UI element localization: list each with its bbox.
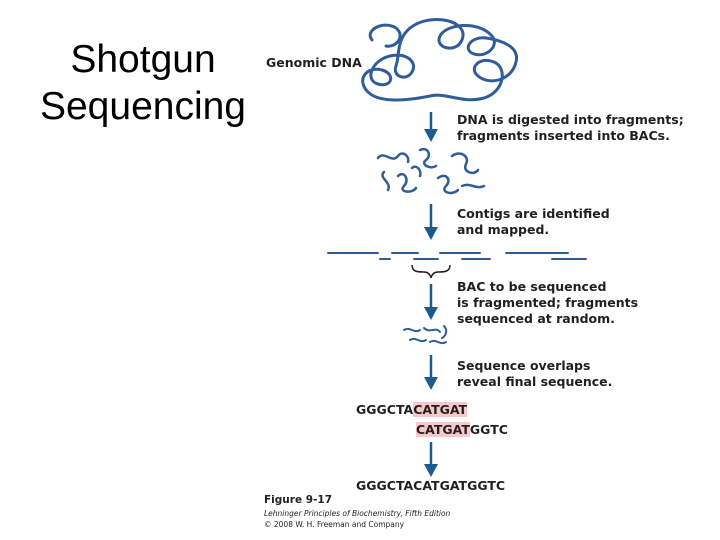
step-4-line1: Sequence overlaps (457, 358, 591, 373)
step-3-label: BAC to be sequenced is fragmented; fragm… (457, 279, 638, 327)
genomic-dna-inner-loop (368, 23, 402, 48)
process-arrows (424, 112, 438, 477)
read-2-overlap: CATGAT (416, 422, 470, 437)
step-2-line1: Contigs are identified (457, 206, 610, 221)
step-2-label: Contigs are identified and mapped. (457, 206, 610, 238)
genomic-dna-strand (361, 18, 518, 102)
arrow-2 (424, 204, 438, 240)
step-1-line1: DNA is digested into fragments; (457, 112, 684, 127)
final-sequence: GGGCTACATGATGGTC (356, 478, 506, 493)
arrow-5 (424, 442, 438, 477)
sequence-read-1: GGGCTACATGAT (356, 402, 468, 418)
slide-title-line1: Shotgun (70, 38, 216, 81)
arrow-3 (424, 284, 438, 320)
arrow-4 (424, 355, 438, 390)
bac-brace (411, 264, 451, 279)
slide-title-line2: Sequencing (39, 85, 246, 128)
figure-source: Lehninger Principles of Biochemistry, Fi… (264, 509, 451, 518)
step-3-line2: is fragmented; fragments (457, 295, 639, 310)
step-2-line2: and mapped. (457, 222, 550, 237)
step-1-line2: fragments inserted into BACs. (457, 128, 670, 143)
bac-subfragments (403, 325, 448, 345)
step-1-label: DNA is digested into fragments; fragment… (457, 112, 684, 144)
step-4-line2: reveal final sequence. (457, 374, 613, 389)
slide-title: Shotgun Sequencing (18, 36, 268, 130)
figure-number: Figure 9-17 (264, 494, 332, 506)
step-3-line1: BAC to be sequenced (457, 279, 607, 294)
read-1-plain: GGGCTA (356, 402, 414, 417)
read-1-overlap: CATGAT (413, 402, 468, 417)
contig-map (327, 252, 587, 260)
sequence-read-2: CATGATGGTC (416, 422, 508, 438)
step-4-label: Sequence overlaps reveal final sequence. (457, 358, 612, 390)
figure-copyright: © 2008 W. H. Freeman and Company (264, 520, 405, 529)
arrow-1 (424, 112, 438, 142)
step-3-line3: sequenced at random. (457, 311, 615, 326)
dna-fragments (376, 147, 486, 195)
genomic-dna-label: Genomic DNA (266, 55, 362, 70)
read-2-plain: GGTC (469, 422, 508, 437)
